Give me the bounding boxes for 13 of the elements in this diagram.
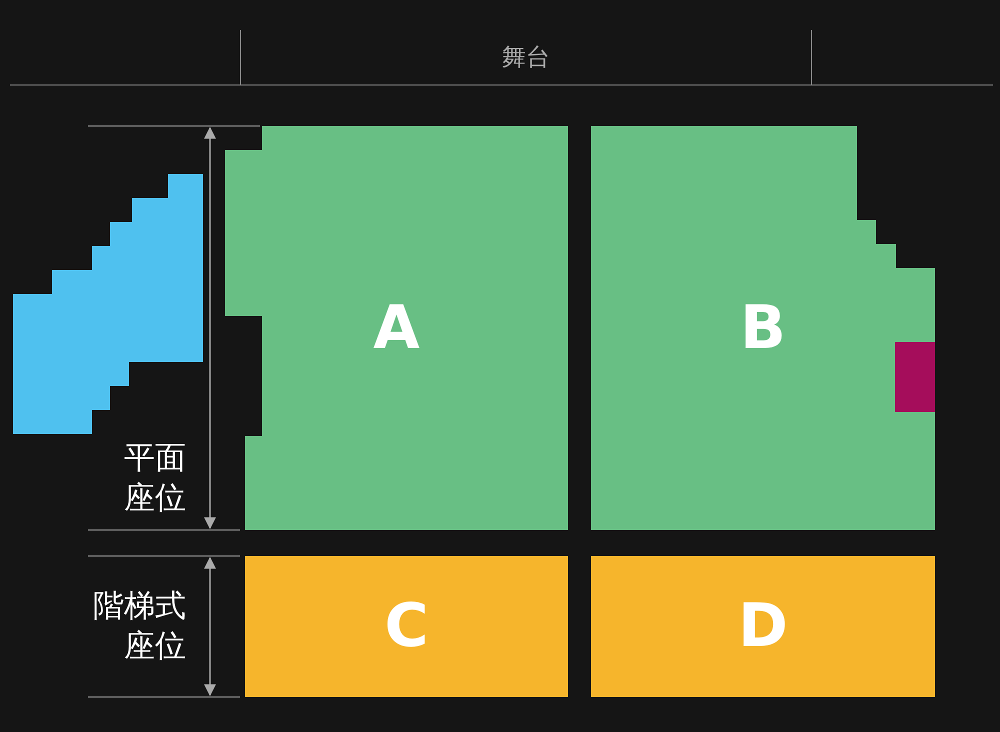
seating-block [225,126,568,530]
section-letter: B [739,298,787,358]
seating-block [895,342,935,412]
seating-block [13,174,203,434]
section-letter: C [383,596,430,656]
section-letter: A [372,298,421,358]
seating-block [245,556,568,697]
seating-block [591,556,935,697]
stage-label: 舞台 [501,42,551,72]
seating-block [591,126,935,530]
dimension-label: 階梯式座位 [92,587,186,666]
dimension-label: 平面座位 [123,439,186,518]
section-letter: D [737,596,789,656]
